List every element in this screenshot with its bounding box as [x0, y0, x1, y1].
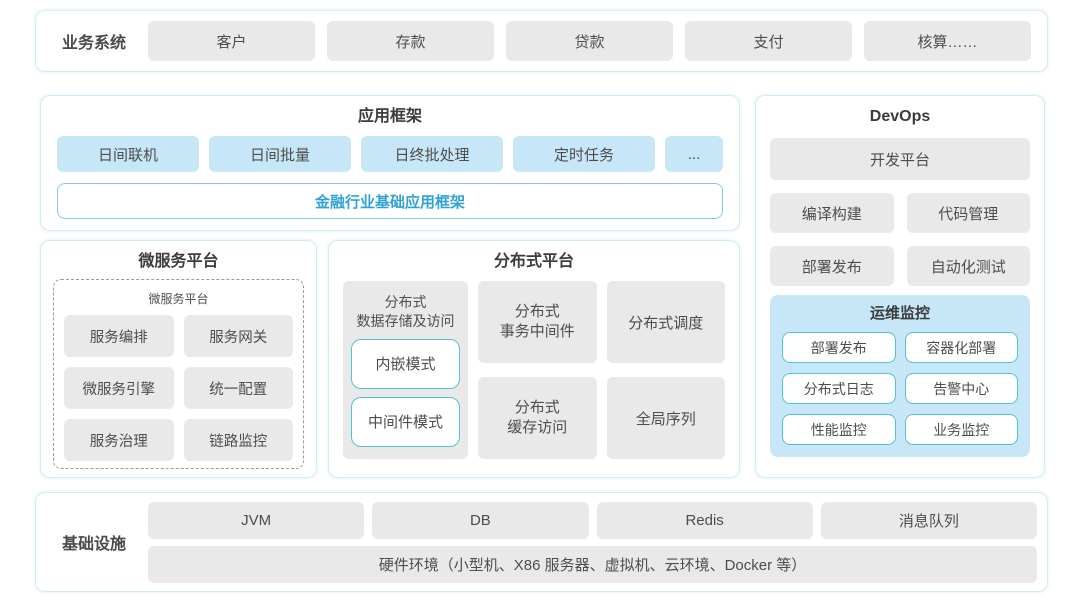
app-item-daytime-online: 日间联机 — [57, 136, 199, 172]
devops-item-auto-test: 自动化测试 — [906, 246, 1030, 286]
microservice-panel: 微服务平台 微服务平台 服务编排 服务网关 微服务引擎 统一配置 服务治理 链路… — [40, 240, 317, 478]
ms-item-config: 统一配置 — [183, 367, 293, 409]
business-item-loan: 贷款 — [506, 21, 673, 61]
app-framework-panel: 应用框架 日间联机 日间批量 日终批处理 定时任务 ... 金融行业基础应用框架 — [40, 95, 740, 231]
business-item-accounting: 核算…… — [864, 21, 1031, 61]
dist-item-transaction-mw: 分布式 事务中间件 — [478, 281, 597, 363]
infrastructure-content: JVM DB Redis 消息队列 硬件环境（小型机、X86 服务器、虚拟机、云… — [148, 501, 1037, 583]
infra-item-redis: Redis — [596, 501, 813, 539]
app-item-daytime-batch: 日间批量 — [209, 136, 351, 172]
app-item-scheduled-task: 定时任务 — [513, 136, 655, 172]
infrastructure-panel: 基础设施 JVM DB Redis 消息队列 硬件环境（小型机、X86 服务器、… — [35, 492, 1048, 592]
business-item-payment: 支付 — [685, 21, 852, 61]
devops-title: DevOps — [869, 108, 931, 125]
ms-item-governance: 服务治理 — [64, 419, 174, 461]
devops-dev-platform: 开发平台 — [770, 138, 1030, 180]
ops-monitoring-items: 部署发布 容器化部署 分布式日志 告警中心 性能监控 业务监控 — [782, 332, 1018, 445]
infrastructure-items: JVM DB Redis 消息队列 — [148, 501, 1037, 539]
ops-item-distributed-log: 分布式日志 — [782, 373, 896, 404]
ops-monitoring-panel: 运维监控 部署发布 容器化部署 分布式日志 告警中心 性能监控 业务监控 — [770, 295, 1030, 457]
infra-item-db: DB — [372, 501, 589, 539]
devops-item-build: 编译构建 — [770, 193, 894, 233]
infra-item-jvm: JVM — [148, 501, 365, 539]
ops-item-deploy: 部署发布 — [782, 332, 896, 363]
microservice-inner-box: 微服务平台 服务编排 服务网关 微服务引擎 统一配置 服务治理 链路监控 — [53, 279, 304, 469]
distributed-col-right: 分布式调度 全局序列 — [606, 281, 725, 459]
microservice-title: 微服务平台 — [138, 253, 219, 270]
ops-monitoring-title: 运维监控 — [869, 305, 930, 322]
distributed-panel: 分布式平台 分布式 数据存储及访问 内嵌模式 中间件模式 分布式 事务中间件 分… — [328, 240, 740, 478]
hardware-env-bar: 硬件环境（小型机、X86 服务器、虚拟机、云环境、Docker 等） — [148, 545, 1037, 583]
distributed-col-middle: 分布式 事务中间件 分布式 缓存访问 — [478, 281, 597, 459]
ops-item-perf-monitor: 性能监控 — [782, 414, 896, 445]
microservice-inner-title: 微服务平台 — [148, 292, 209, 306]
app-framework-title: 应用框架 — [357, 108, 422, 125]
storage-mode-embedded: 内嵌模式 — [351, 338, 460, 389]
infra-item-mq: 消息队列 — [820, 501, 1037, 539]
dist-item-global-sequence: 全局序列 — [606, 377, 725, 459]
ops-item-alert-center: 告警中心 — [904, 373, 1018, 404]
distributed-title: 分布式平台 — [493, 253, 574, 270]
ms-item-gateway: 服务网关 — [183, 315, 293, 357]
devops-items: 编译构建 代码管理 部署发布 自动化测试 — [770, 193, 1030, 286]
business-item-deposit: 存款 — [327, 21, 494, 61]
devops-panel: DevOps 开发平台 编译构建 代码管理 部署发布 自动化测试 运维监控 部署… — [755, 95, 1045, 478]
dist-item-scheduling: 分布式调度 — [606, 281, 725, 363]
ms-item-tracing: 链路监控 — [183, 419, 293, 461]
microservice-items: 服务编排 服务网关 微服务引擎 统一配置 服务治理 链路监控 — [64, 315, 293, 461]
app-item-ellipsis: ... — [665, 136, 723, 172]
business-systems-panel: 业务系统 客户 存款 贷款 支付 核算…… — [35, 10, 1048, 72]
app-framework-items: 日间联机 日间批量 日终批处理 定时任务 ... — [57, 136, 723, 172]
ops-item-container-deploy: 容器化部署 — [904, 332, 1018, 363]
distributed-storage-label: 分布式 数据存储及访问 — [356, 294, 455, 329]
infrastructure-label: 基础设施 — [61, 536, 126, 553]
devops-item-code-mgmt: 代码管理 — [906, 193, 1030, 233]
ops-item-biz-monitor: 业务监控 — [904, 414, 1018, 445]
ms-item-engine: 微服务引擎 — [64, 367, 174, 409]
dist-item-cache-access: 分布式 缓存访问 — [478, 377, 597, 459]
base-framework-bar: 金融行业基础应用框架 — [57, 183, 723, 219]
distributed-content: 分布式 数据存储及访问 内嵌模式 中间件模式 分布式 事务中间件 分布式 缓存访… — [343, 281, 725, 459]
distributed-storage-box: 分布式 数据存储及访问 内嵌模式 中间件模式 — [343, 281, 468, 459]
business-item-customer: 客户 — [148, 21, 315, 61]
devops-item-deploy: 部署发布 — [770, 246, 894, 286]
business-systems-label: 业务系统 — [61, 35, 126, 52]
storage-mode-middleware: 中间件模式 — [351, 396, 460, 447]
app-item-eod-batch: 日终批处理 — [361, 136, 503, 172]
ms-item-orchestration: 服务编排 — [64, 315, 174, 357]
